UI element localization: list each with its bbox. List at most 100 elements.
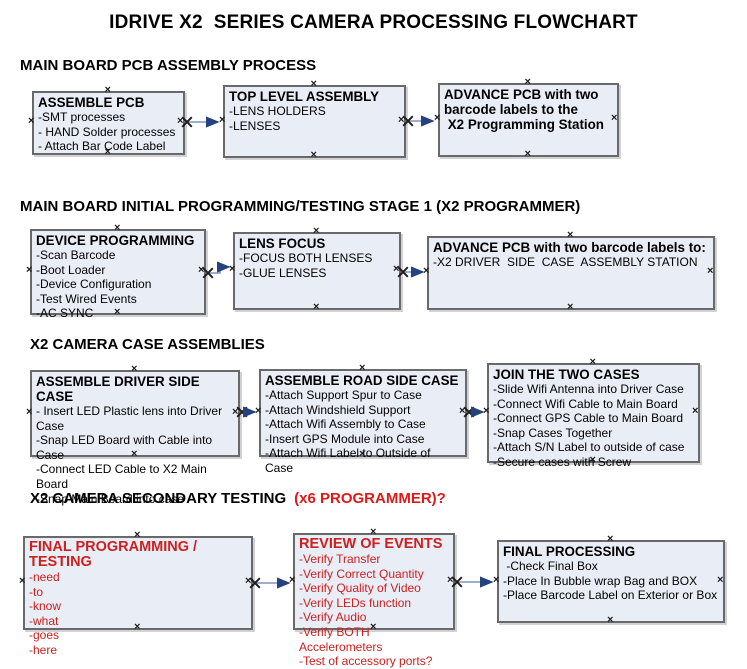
box-line: -Connect LED Cable to X2 Main Board [36,462,211,491]
box-line: -Test Wired Events [36,291,137,306]
flow-box-join-the-two-cases[interactable]: JOIN THE TWO CASES -Slide Wifi Antenna i… [483,357,700,469]
box-title: DEVICE PROGRAMMING [36,233,195,248]
connection-handle-icon [255,406,263,417]
connection-handle-icon [393,264,401,275]
box-line: - Attach Bar Code Label [38,139,166,154]
flow-box-lens-focus[interactable]: LENS FOCUS -FOCUS BOTH LENSES -GLUE LENS… [229,226,401,313]
section-heading-initial-programming: MAIN BOARD INITIAL PROGRAMMING/TESTING S… [20,198,581,215]
connection-handle-icon [567,302,575,313]
connection-handle-icon [177,116,185,127]
box-line: -Snap Main Board into case [36,491,185,506]
connection-handle-icon [567,230,575,241]
box-line: -need [29,570,60,584]
connection-handle-icon [114,223,122,234]
connection-handle-icon [525,149,533,160]
section-heading-case-assemblies: X2 CAMERA CASE ASSEMBLIES [30,336,265,353]
box-line: -Snap Cases Together [493,425,613,440]
connection-handle-icon [525,77,533,88]
connection-handle-icon [313,226,321,237]
connection-handle-icon [483,406,491,417]
box-line: -Verify LEDs function [299,595,412,610]
flow-box-advance-pcb-programming-station[interactable]: ADVANCE PCB with two barcode labels to t… [434,77,619,160]
connection-handle-icon [26,265,34,276]
connection-handle-icon [359,363,367,374]
box-line: -Attach S/N Label to outside of case [493,440,685,455]
box-title: JOIN THE TWO CASES [493,367,640,382]
section-heading-pcb-assembly: MAIN BOARD PCB ASSEMBLY PROCESS [20,57,317,74]
box-line: -Connect GPS Cable to Main Board [493,411,684,426]
box-line: -Verify Transfer [299,552,381,566]
box-line: -Device Configuration [36,277,152,292]
box-line: -Boot Loader [36,262,106,277]
connection-handle-icon [459,406,467,417]
flow-box-final-processing[interactable]: FINAL PROCESSING -Check Final Box -Place… [493,534,725,626]
section-heading-secondary-testing: X2 CAMERA SECONDARY TESTING (x6 PROGRAMME… [30,490,446,507]
connection-handle-icon [219,115,227,126]
connection-handle-icon [423,266,431,277]
flow-box-assemble-road-side-case[interactable]: ASSEMBLE ROAD SIDE CASE -Attach Support … [255,363,467,475]
flow-box-assemble-driver-side-case[interactable]: ASSEMBLE DRIVER SIDE CASE - Insert LED P… [26,364,240,506]
box-line: -Insert GPS Module into Case [265,431,425,446]
box-title: FINAL PROGRAMMING / TESTING [29,539,202,570]
connection-handle-icon [434,113,442,124]
connection-handle-icon [493,575,501,586]
box-line: -Attach Support Spur to Case [265,388,422,402]
box-title: ADVANCE PCB with two barcode labels to: [433,240,706,255]
section-heading-secondary-testing-red: (x6 PROGRAMMER)? [294,490,446,507]
box-title: ASSEMBLE ROAD SIDE CASE [265,373,459,388]
connection-handle-icon [198,265,206,276]
box-line: -SMT processes [38,110,126,124]
section-heading-secondary-testing-black: X2 CAMERA SECONDARY TESTING [30,490,287,507]
flow-box-advance-pcb-driver-side[interactable]: ADVANCE PCB with two barcode labels to: … [423,230,715,313]
connection-handle-icon [311,79,319,90]
box-line: -Attach Windshield Support [265,402,411,417]
flow-box-top-level-assembly[interactable]: TOP LEVEL ASSEMBLY -LENS HOLDERS -LENSES [219,79,406,161]
connection-handle-icon [19,576,27,587]
connection-handle-icon [131,364,139,375]
box-line: -Slide Wifi Antenna into Driver Case [493,382,684,396]
box-line: -Check Final Box [503,559,598,573]
connection-handle-icon [313,302,321,313]
connection-handle-icon [245,576,253,587]
box-line: -Verify Audio [299,610,367,625]
box-line: -X2 DRIVER SIDE CASE ASSEMBLY STATION [433,255,698,269]
connection-handle-icon [707,266,715,277]
flow-box-final-programming-testing[interactable]: FINAL PROGRAMMING / TESTING -need -to -k… [19,530,253,657]
box-line: -know [29,599,62,614]
box-line: -Verify BOTH Accelerometers [299,624,383,654]
box-line: -LENS HOLDERS [229,104,326,118]
box-line: - HAND Solder processes [38,124,176,139]
connection-handle-icon [311,150,319,161]
connection-handle-icon [611,113,619,124]
box-title: FINAL PROCESSING [503,544,636,559]
page-title: IDRIVE X2 SERIES CAMERA PROCESSING FLOWC… [109,12,638,33]
box-title: ASSEMBLE DRIVER SIDE CASE [36,374,204,404]
flow-box-review-of-events[interactable]: REVIEW OF EVENTS -Verify Transfer -Verif… [289,527,455,668]
connection-handle-icon [717,575,725,586]
box-title: TOP LEVEL ASSEMBLY [229,89,380,104]
box-line: -Attach Wifi Assembly to Case [265,417,426,432]
box-line: -here [29,642,58,657]
connection-handle-icon [289,575,297,586]
connection-handle-icon [607,534,615,545]
box-line: -Secure cases with Screw [493,454,632,469]
connection-handle-icon [229,264,237,275]
box-line: -Scan Barcode [36,248,116,262]
connector-arrow[interactable] [202,261,231,279]
box-line: -Snap LED Board with Cable into Case [36,433,216,462]
box-line: -Verify Correct Quantity [299,566,424,581]
box-line: -FOCUS BOTH LENSES [239,251,373,265]
flow-box-assemble-pcb[interactable]: ASSEMBLE PCB -SMT processes - HAND Solde… [28,85,185,158]
box-line: -Connect Wifi Cable to Main Board [493,396,678,411]
connection-handle-icon [607,615,615,626]
connection-handle-icon [232,407,240,418]
box-line: -goes [29,628,60,643]
box-title: ADVANCE PCB with two barcode labels to t… [444,87,604,132]
box-line: -LENSES [229,118,281,133]
box-line: -AC SYNC [36,306,94,321]
box-title: ASSEMBLE PCB [38,95,145,110]
flow-box-device-programming[interactable]: DEVICE PROGRAMMING -Scan Barcode -Boot L… [26,223,206,320]
box-line: -to [29,584,44,599]
box-line: - Insert LED Plastic lens into Driver Ca… [36,404,226,433]
box-line: -Place In Bubble wrap Bag and BOX [503,573,698,588]
